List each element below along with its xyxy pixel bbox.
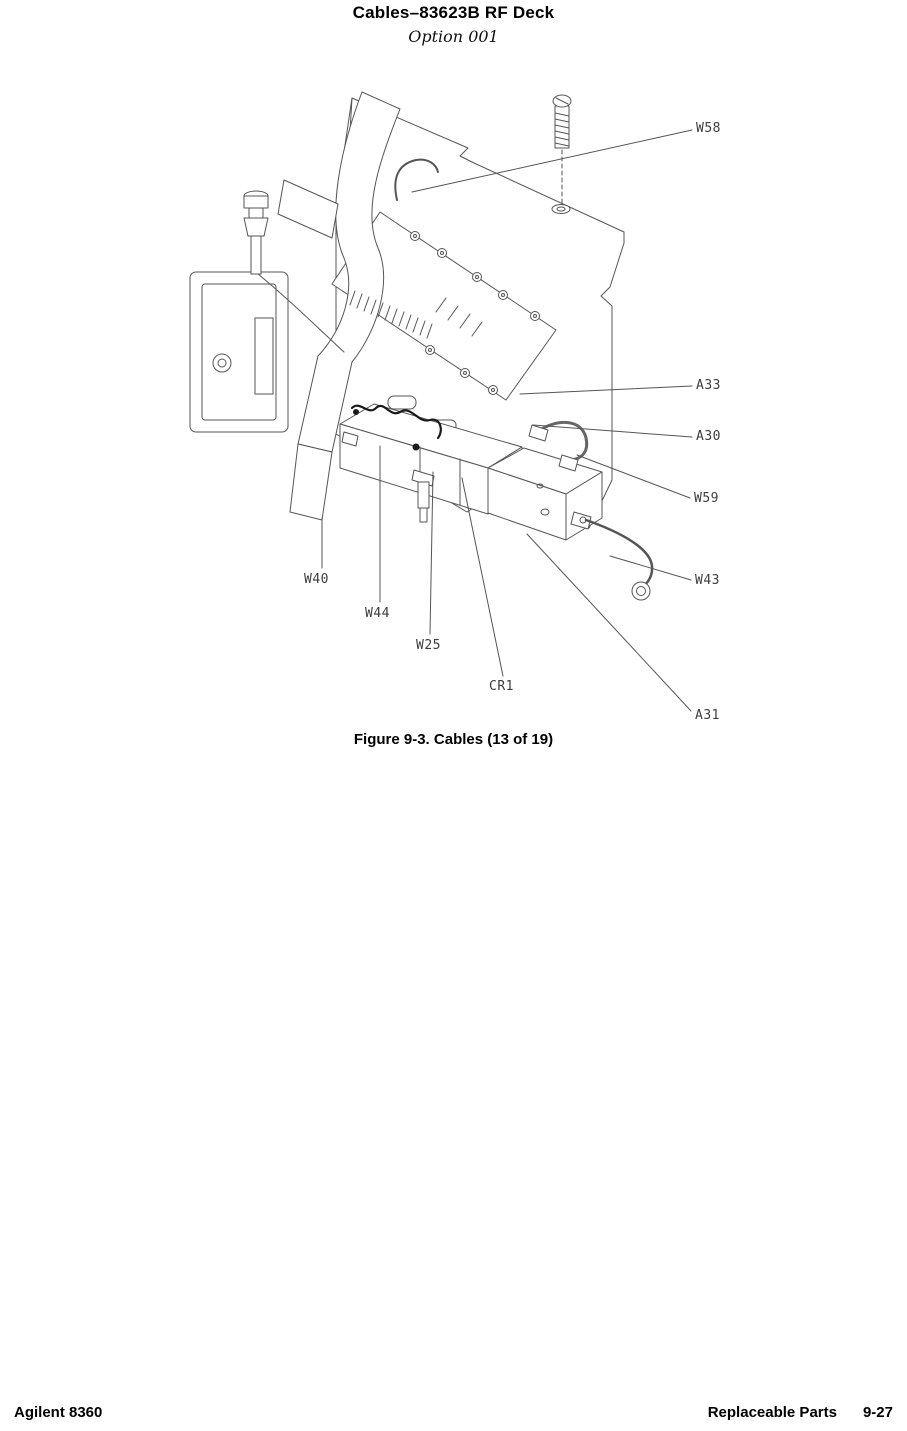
connector-w25 — [411, 469, 435, 523]
page-header: Cables–83623B RF Deck Option 001 — [0, 0, 907, 46]
page-title: Cables–83623B RF Deck — [352, 3, 555, 22]
cable-w58 — [394, 158, 439, 201]
callout-a30: A30 — [696, 429, 721, 444]
mounting-plate-a33 — [331, 211, 557, 401]
callout-a31: A31 — [695, 708, 720, 723]
wire-cr1 — [350, 404, 442, 451]
cable-w43 — [570, 511, 654, 601]
callout-w25: W25 — [416, 638, 441, 653]
page-subtitle: Option 001 — [408, 27, 499, 46]
left-assembly — [189, 179, 345, 433]
footer-section-title: Replaceable Parts — [707, 1404, 837, 1421]
ribbon-cable-w40 — [289, 91, 433, 521]
footer-section: Replaceable Parts 9-27 — [708, 1404, 893, 1421]
callout-w59: W59 — [694, 491, 719, 506]
callout-cr1: CR1 — [489, 679, 514, 694]
callout-w43: W43 — [695, 573, 720, 588]
leader-lines — [321, 129, 693, 712]
callout-w44: W44 — [365, 606, 390, 621]
figure-illustration: W58 A33 A30 W59 W43 W40 W44 W25 CR1 A31 … — [189, 91, 721, 748]
callout-w58: W58 — [696, 121, 721, 136]
callout-w40: W40 — [304, 572, 329, 587]
footer-page-number: 9-27 — [862, 1404, 893, 1421]
screw-w58 — [552, 94, 572, 206]
footer-product: Agilent 8360 — [14, 1404, 103, 1421]
rf-deck-drawing — [189, 91, 693, 712]
figure-caption: Figure 9-3. Cables (13 of 19) — [353, 731, 554, 748]
cable-w59 — [528, 421, 589, 472]
callout-a33: A33 — [696, 378, 721, 393]
